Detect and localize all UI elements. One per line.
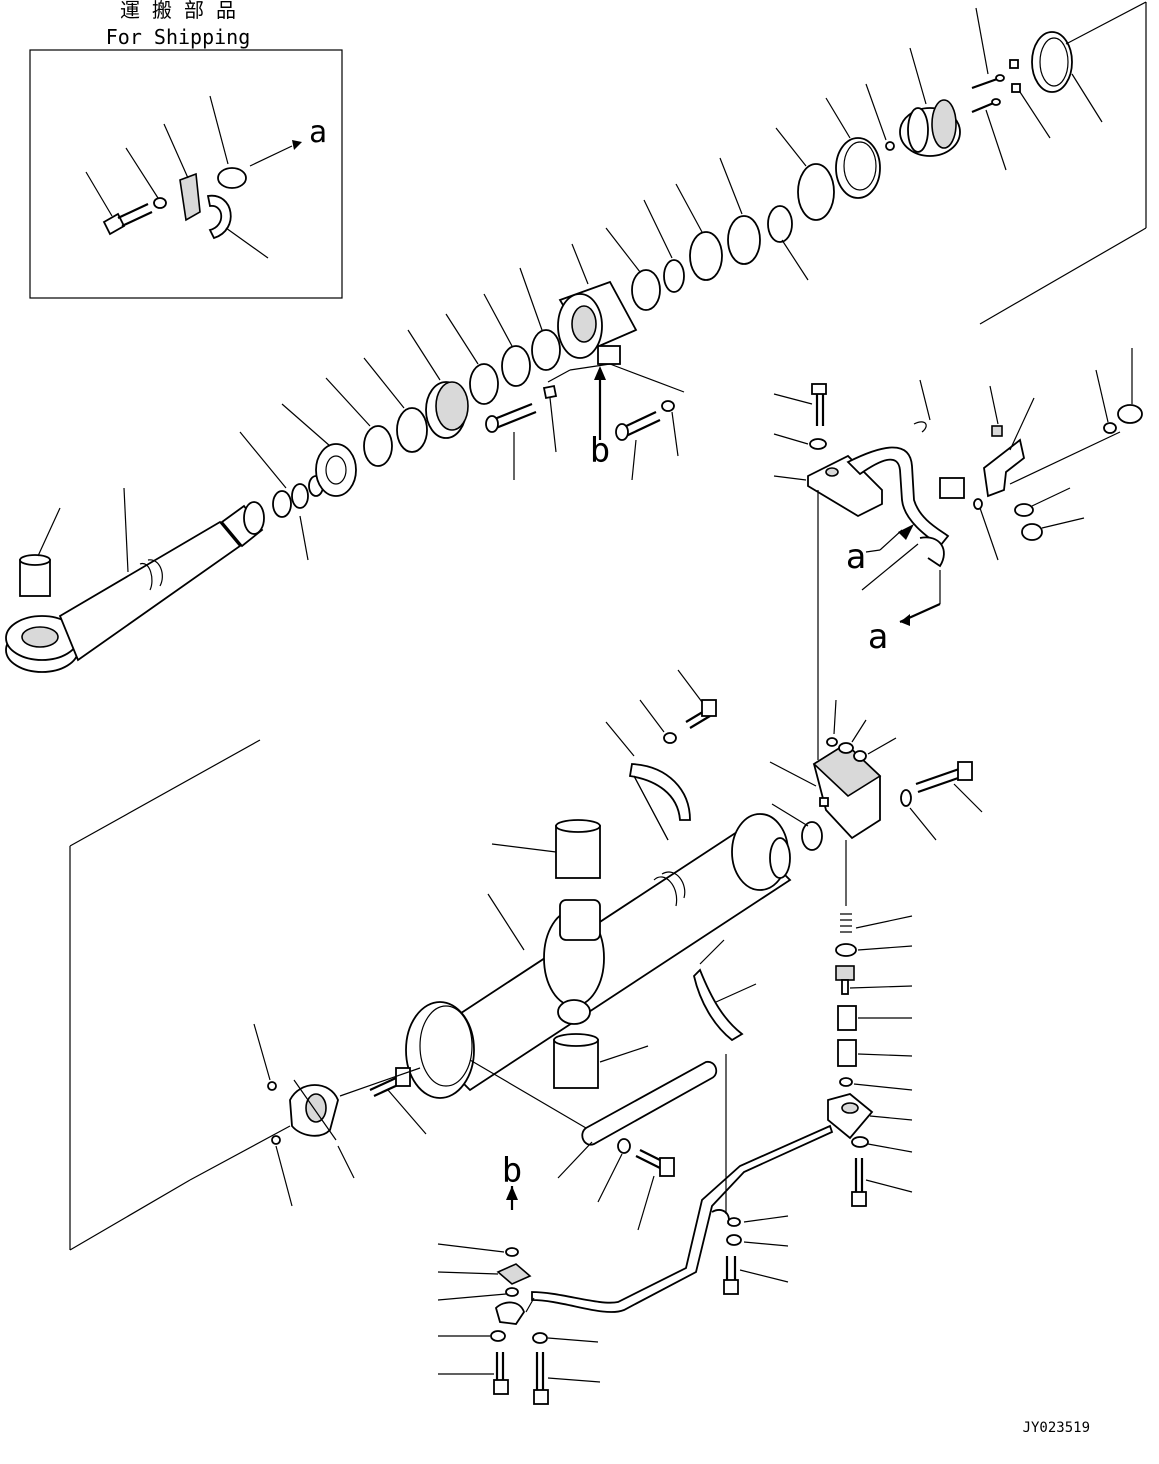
piston-seal	[797, 163, 835, 221]
rod-bushing	[19, 507, 61, 597]
tube-clamp-upper	[628, 763, 691, 821]
valve-oring-small	[839, 1077, 853, 1087]
clamp-bolt-upper	[677, 669, 717, 729]
head-bolt-2	[615, 411, 661, 481]
valve-bolt	[915, 761, 983, 813]
clamp-nut	[1021, 523, 1043, 541]
hose-pipe	[846, 446, 950, 548]
shipping-inset: a	[29, 49, 343, 299]
clip-washer	[726, 1234, 742, 1246]
grease-fitting-2	[271, 1135, 281, 1145]
cylinder-head	[557, 243, 638, 365]
flange-bolt	[773, 383, 827, 426]
lower-bolt-2	[533, 1352, 601, 1405]
view-a-label-mid: a	[846, 537, 866, 577]
inset-plug	[217, 167, 247, 189]
bracket-washer	[1103, 422, 1117, 434]
lower-steel-tube	[531, 1124, 834, 1313]
view-b-label-lower: b	[502, 1151, 522, 1191]
cylinder-tube	[405, 813, 792, 1099]
piston-ring-1	[689, 231, 723, 281]
rod-ring-e	[531, 329, 561, 371]
plug-1	[1009, 59, 1019, 69]
valve-orings-3	[853, 750, 867, 762]
split-flange	[773, 454, 883, 518]
valve-sleeve-2	[837, 1039, 857, 1067]
bracket	[983, 438, 1026, 498]
plug-2	[1011, 83, 1021, 93]
spring-seat	[835, 943, 857, 957]
dust-plate	[315, 443, 357, 497]
piston-pin	[971, 7, 1005, 90]
head-bolt-1	[485, 402, 537, 480]
lower-oring-2	[505, 1287, 519, 1297]
bracket-plate	[581, 1061, 718, 1146]
piston-back-ring	[835, 137, 881, 199]
piston-ring-small	[663, 259, 685, 293]
tube-flange	[827, 1093, 874, 1140]
hose-end	[919, 536, 945, 568]
block	[991, 425, 1003, 437]
rod-ring-a	[363, 425, 393, 467]
clip-nut	[727, 1217, 741, 1227]
bracket-nut	[1117, 404, 1143, 424]
valve-orings-1	[826, 737, 838, 747]
head-washer-2	[661, 400, 675, 412]
trunnion-bushing-lower	[553, 1039, 599, 1089]
valve-orings-2	[838, 742, 854, 754]
rod-seal-2	[291, 483, 309, 509]
head-washer-1	[542, 384, 558, 400]
shipping-title-en: For Shipping	[106, 25, 251, 49]
inset-clamp-ring	[206, 195, 232, 240]
lower-washer-2	[532, 1332, 548, 1344]
valve-oring-large	[801, 821, 823, 851]
rod-seal-1	[272, 490, 292, 518]
valve-sleeve-1	[837, 1005, 857, 1031]
plate-bolt	[635, 1149, 675, 1231]
inset-washer	[153, 197, 167, 209]
shipping-title-jp: 運 搬 部 品	[120, 0, 236, 22]
lower-bolt-1	[438, 1352, 509, 1395]
tube-flange-washer	[851, 1136, 869, 1148]
piston-collar	[631, 269, 661, 311]
lower-split-flange	[494, 1301, 525, 1325]
wear-ring	[767, 205, 793, 243]
inset-bolt	[85, 171, 153, 236]
set-screw	[885, 141, 895, 151]
u-bolt	[913, 421, 927, 433]
grease-fitting-1	[267, 1081, 277, 1091]
view-b-label-upper: b	[590, 431, 610, 471]
plate-washer	[617, 1138, 631, 1154]
inset-view-a-label: a	[309, 115, 327, 150]
lower-flange	[496, 1263, 532, 1285]
tube-flange-bolt	[851, 1158, 913, 1207]
valve-poppet	[835, 965, 913, 995]
tube-clamp-lower	[693, 968, 744, 1042]
valve-washer	[900, 789, 912, 807]
clamp-washer-upper	[663, 732, 677, 744]
pipe-clamp	[939, 477, 965, 499]
rod-ring-d	[501, 345, 531, 387]
lower-washer-1	[490, 1330, 506, 1342]
lower-oring-1	[505, 1247, 519, 1257]
view-a-label-lower: a	[868, 617, 888, 657]
small-ring	[973, 498, 983, 510]
piston-nut-ring	[1031, 31, 1073, 93]
trunnion-bushing-upper	[555, 825, 601, 879]
piston-ring-2	[727, 215, 761, 265]
clamp-washer	[1014, 503, 1034, 517]
piston-pin-2	[971, 98, 1007, 171]
piston	[899, 47, 961, 157]
piston-rod	[5, 487, 265, 673]
rod-ring-b	[396, 407, 428, 453]
clip-bolt	[723, 1256, 789, 1295]
rod-ring-c	[469, 363, 499, 405]
inset-half-clamp	[179, 172, 201, 222]
flange-washer	[809, 438, 827, 450]
drawing-code: JY023519	[1023, 1420, 1090, 1436]
valve-spring	[840, 913, 852, 933]
